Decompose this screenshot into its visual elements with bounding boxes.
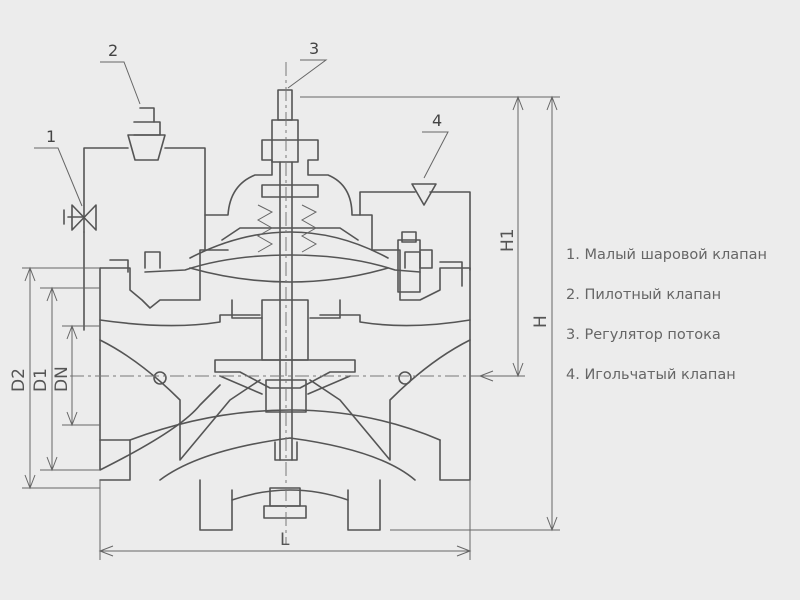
dimension-lines xyxy=(22,95,560,560)
dimension-h: H xyxy=(531,315,551,328)
center-lines xyxy=(70,62,480,545)
callout-3-number: 3 xyxy=(309,39,319,58)
legend-item-ball-valve: 1. Малый шаровой клапан xyxy=(566,247,768,263)
dimension-d1: D1 xyxy=(31,368,51,392)
legend-item-needle-valve: 4. Игольчатый клапан xyxy=(566,367,736,383)
parts-legend: 1. Малый шаровой клапан 2. Пилотный клап… xyxy=(566,244,798,404)
callout-leaders xyxy=(34,59,449,207)
legend-item-flow-regulator: 3. Регулятор потока xyxy=(566,327,721,343)
dimension-l: L xyxy=(280,530,290,550)
legend-item-pilot-valve: 2. Пилотный клапан xyxy=(566,287,722,303)
callout-1-number: 1 xyxy=(46,127,56,146)
bonnet-assembly xyxy=(189,89,389,461)
pilot-piping xyxy=(63,107,471,331)
valve-body xyxy=(99,249,471,531)
dimension-h1: H1 xyxy=(498,228,518,252)
dimension-dn: DN xyxy=(52,366,72,392)
dimension-d2: D2 xyxy=(9,368,29,392)
callout-2-number: 2 xyxy=(108,41,118,60)
callout-4-number: 4 xyxy=(432,111,442,130)
